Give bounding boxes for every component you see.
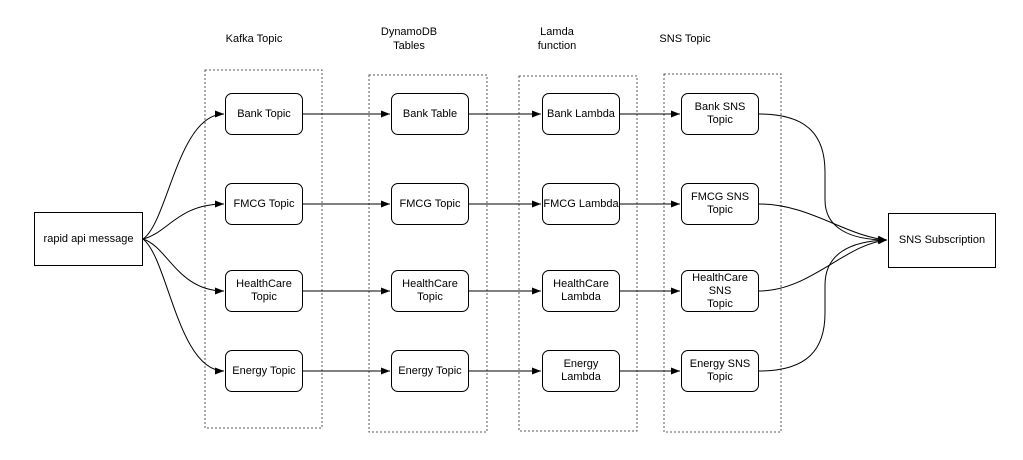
column-header-kafka-topic: Kafka Topic (225, 33, 283, 45)
node-lambda-fmcg: FMCG Lambda (542, 183, 620, 225)
lambda-group-boundary (518, 75, 638, 432)
node-kafka-bank-topic: Bank Topic (225, 93, 303, 135)
node-kafka-energy-topic: Energy Topic (225, 350, 303, 392)
node-sns-bank-topic: Bank SNS Topic (681, 93, 759, 135)
node-kafka-fmcg-topic: FMCG Topic (225, 183, 303, 225)
edge-sns-fmcg-to-subscription (758, 203, 888, 243)
node-rapid-api-message: rapid api message (34, 212, 143, 266)
node-lambda-bank: Bank Lambda (542, 93, 620, 135)
dynamodb-group-boundary (368, 74, 488, 433)
edge-sns-energy-to-subscription (758, 236, 888, 372)
sns-group-boundary (663, 73, 782, 433)
node-lambda-healthcare: HealthCare Lambda (542, 270, 620, 312)
node-sns-healthcare-topic: HealthCare SNS Topic (681, 270, 759, 312)
edge-source-to-kafka-healthcare (142, 238, 225, 295)
edge-source-to-kafka-energy (142, 238, 225, 375)
node-dynamodb-energy-topic: Energy Topic (391, 350, 469, 392)
node-sns-energy-topic: Energy SNS Topic (681, 350, 759, 392)
edge-source-to-kafka-fmcg (142, 200, 225, 240)
node-dynamodb-fmcg-topic: FMCG Topic (391, 183, 469, 225)
node-dynamodb-healthcare-topic: HealthCare Topic (391, 270, 469, 312)
edge-sns-healthcare-to-subscription (758, 237, 888, 292)
node-lambda-energy: Energy Lambda (542, 350, 620, 392)
edge-sns-bank-to-subscription (758, 113, 888, 244)
edge-source-to-kafka-bank (142, 110, 225, 240)
column-header-lambda-function: Lamda function (537, 26, 577, 52)
column-header-dynamodb-tables: DynamoDB Tables (380, 26, 438, 52)
kafka-group-boundary (204, 69, 323, 429)
node-kafka-healthcare-topic: HealthCare Topic (225, 270, 303, 312)
node-sns-fmcg-topic: FMCG SNS Topic (681, 183, 759, 225)
column-header-sns-topic: SNS Topic (659, 33, 711, 45)
node-dynamodb-bank-table: Bank Table (391, 93, 469, 135)
node-sns-subscription: SNS Subscription (888, 213, 996, 268)
